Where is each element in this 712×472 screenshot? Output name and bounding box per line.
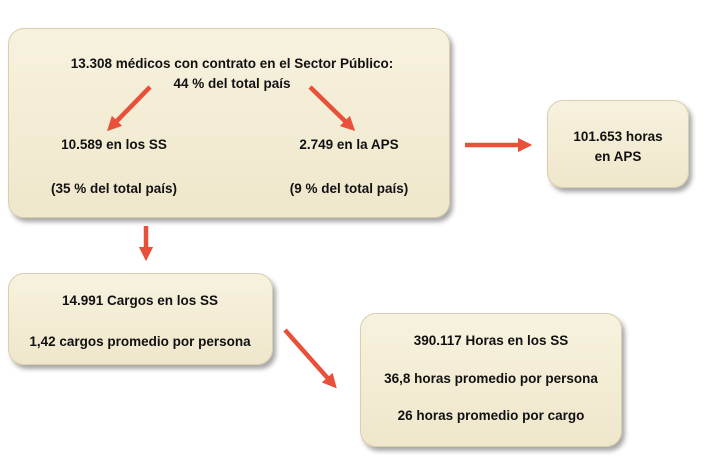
arrow-to-hours-ss-icon [283, 328, 337, 389]
aps-hours-line1: 101.653 horas [573, 129, 663, 144]
hours-ss-line3: 26 horas promedio por cargo [397, 408, 585, 423]
cargos-box [8, 273, 273, 365]
hours-ss-line2: 36,8 horas promedio por persona [384, 371, 598, 386]
hours-ss-box [360, 313, 622, 447]
cargos-line1: 14.991 Cargos en los SS [61, 293, 219, 308]
aps-hours-box [547, 100, 689, 188]
aps-doctors-percent: (9 % del total país) [289, 181, 409, 196]
main-box [8, 28, 450, 218]
arrow-to-ss-icon [106, 85, 152, 132]
main-title-line2: 44 % del total país [173, 76, 291, 91]
main-title-line1: 13.308 médicos con contrato en el Sector… [70, 56, 394, 71]
ss-doctors-value: 10.589 en los SS [61, 137, 167, 152]
aps-doctors-value: 2.749 en la APS [299, 137, 399, 152]
hours-ss-line1: 390.117 Horas en los SS [413, 333, 569, 348]
ss-doctors-percent: (35 % del total país) [50, 181, 178, 196]
aps-hours-line2: en APS [594, 149, 642, 164]
cargos-line2: 1,42 cargos promedio por persona [29, 334, 251, 349]
arrow-to-aps-icon [308, 85, 356, 132]
